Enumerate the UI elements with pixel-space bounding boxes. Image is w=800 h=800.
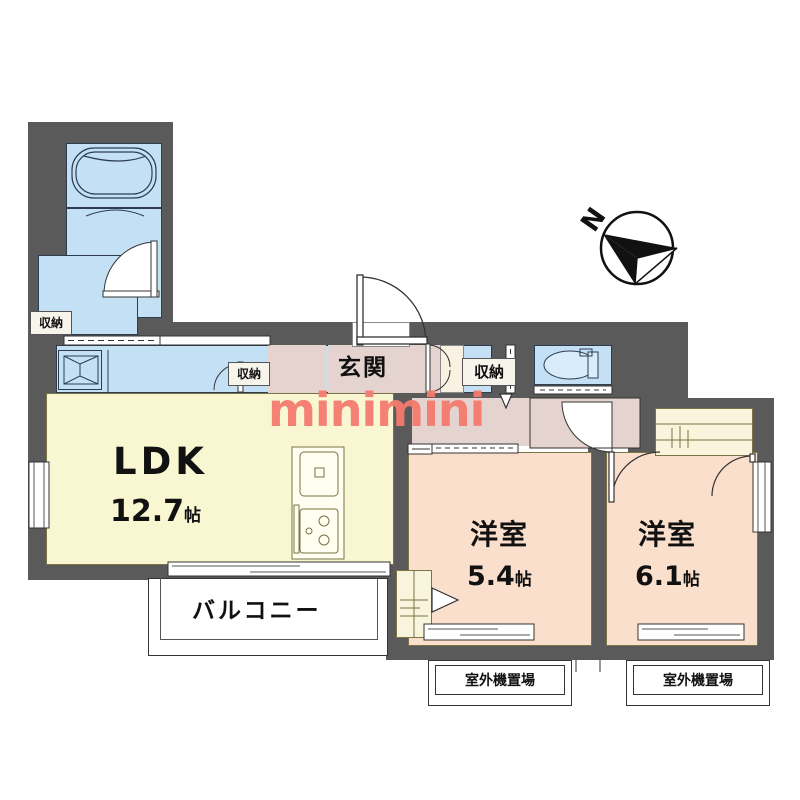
room-bathroom	[66, 143, 162, 208]
door-bathroom	[102, 240, 160, 298]
wall-right-outer	[660, 322, 688, 412]
closet-bedroom-1-detail	[400, 570, 428, 638]
outdoor-unit-inner-1: 室外機置場	[435, 665, 565, 695]
door-bedroom-2	[561, 401, 613, 453]
door-closet-bedroom-2	[711, 453, 756, 497]
outdoor-unit-inner-2: 室外機置場	[633, 665, 763, 695]
fixture-kitchen-stove	[293, 504, 339, 554]
room-bedroom-1	[408, 452, 592, 646]
fixture-bathtub	[71, 147, 157, 199]
balcony	[148, 578, 388, 656]
room-size-ldk: 12.7帖	[110, 497, 201, 527]
door-genkan-inner	[425, 343, 451, 394]
fixture-toilet	[543, 348, 599, 380]
window-ldk-balcony	[167, 561, 391, 577]
room-label-entrance: 玄関	[338, 355, 388, 381]
door-storage-hall	[499, 393, 513, 410]
outdoor-unit-box-2: 室外機置場	[626, 660, 770, 706]
cabinet-hall	[529, 397, 641, 449]
outdoor-unit-label-1: 室外機置場	[465, 673, 535, 689]
room-size-bedroom-2-unit: 帖	[682, 570, 700, 590]
closet-arrow-marker	[431, 587, 460, 613]
compass-needle-icon	[599, 210, 678, 286]
room-label-bedroom-2: 洋室	[638, 518, 697, 551]
closet-bedroom-2	[655, 408, 753, 456]
balcony-inner-line	[160, 578, 378, 640]
room-size-bedroom-1: 5.4帖	[467, 563, 532, 590]
outdoor-connectors	[575, 660, 601, 672]
door-washroom-sliding	[63, 335, 271, 346]
outdoor-unit-label-2: 室外機置場	[663, 673, 733, 689]
room-bedroom-2	[606, 452, 758, 646]
room-label-ldk: LDK	[113, 440, 208, 483]
fixture-washbasin-detail	[63, 355, 99, 385]
door-bedroom-2-arc	[608, 451, 661, 503]
window-ldk-left	[28, 461, 50, 529]
storage-tag-washroom-label: 収納	[236, 367, 261, 381]
closet-shelf-marks	[655, 423, 753, 448]
room-label-balcony: バルコニー	[192, 598, 322, 624]
room-size-bedroom-2-value: 6.1	[635, 561, 683, 592]
room-label-bedroom-1: 洋室	[470, 518, 529, 551]
room-hall-right-2	[412, 398, 590, 446]
storage-tag-washroom: 収納	[228, 362, 270, 386]
outdoor-unit-box-1: 室外機置場	[428, 660, 572, 706]
storage-tag-bath-label: 収納	[38, 316, 63, 330]
watermark-minimini: minimini	[268, 383, 485, 437]
room-size-ldk-value: 12.7	[110, 494, 185, 529]
room-size-ldk-unit: 帖	[184, 506, 202, 526]
compass-rose: N	[575, 200, 685, 300]
door-bedroom-1	[431, 443, 519, 454]
room-entry-genkan	[328, 345, 440, 393]
room-size-bedroom-1-value: 5.4	[467, 561, 515, 592]
door-entrance	[356, 274, 428, 346]
storage-tag-hall: 収納	[462, 358, 516, 386]
storage-tag-bath: 収納	[30, 311, 72, 335]
shelf-bedroom-1	[407, 443, 433, 455]
window-bedroom-1	[423, 623, 535, 641]
window-bedroom-2-right	[752, 461, 772, 533]
storage-tag-hall-label: 収納	[473, 362, 504, 381]
room-size-bedroom-1-unit: 帖	[514, 570, 532, 590]
room-entry-hall-left	[268, 345, 326, 393]
window-bedroom-2	[637, 623, 745, 641]
door-toilet	[533, 385, 613, 395]
room-size-bedroom-2: 6.1帖	[635, 563, 700, 590]
